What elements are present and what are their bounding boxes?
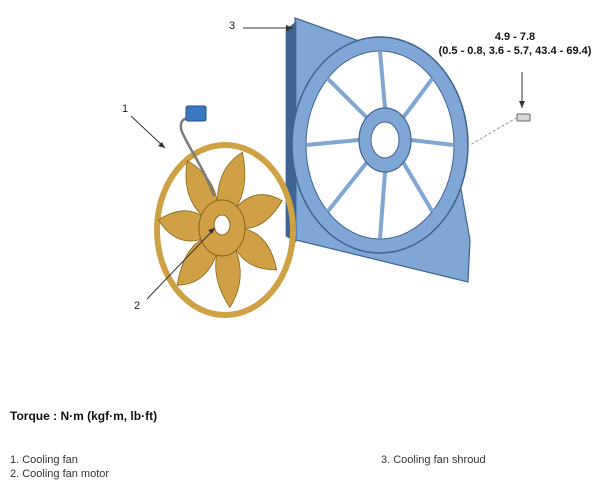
torque-heading: Torque : N·m (kgf·m, lb·ft)	[10, 409, 158, 423]
cooling-fan-shroud	[285, 17, 471, 283]
callout-2: 2	[134, 300, 141, 312]
fan-blade	[233, 227, 278, 271]
legend-item-cooling-fan: 1. Cooling fan	[10, 454, 78, 466]
torque-value-block: 4.9 - 7.8 (0.5 - 0.8, 3.6 - 5.7, 43.4 - …	[405, 30, 606, 58]
shroud-spoke	[326, 77, 369, 119]
leader-lines	[130, 25, 525, 300]
cooling-fan	[154, 142, 296, 318]
legend-item-cooling-fan-shroud: 3. Cooling fan shroud	[381, 454, 486, 466]
cooling-fan-motor-wire	[179, 105, 216, 197]
mounting-bolt-icon	[469, 113, 531, 146]
fan-blade	[185, 160, 219, 219]
legend-item-cooling-fan-motor: 2. Cooling fan motor	[10, 468, 110, 480]
exploded-diagram	[130, 17, 531, 318]
fan-blade	[234, 194, 283, 229]
shroud-spoke	[410, 138, 455, 147]
torque-value-alt: (0.5 - 0.8, 3.6 - 5.7, 43.4 - 69.4)	[438, 45, 592, 57]
callout-3: 3	[229, 20, 236, 32]
shroud-spoke	[378, 50, 387, 109]
fan-blade	[217, 151, 246, 210]
torque-value-nm: 4.9 - 7.8	[494, 31, 536, 43]
fan-blade	[215, 246, 241, 309]
shroud-spoke	[378, 171, 387, 240]
shroud-spoke	[401, 161, 435, 213]
shroud-spoke	[326, 161, 369, 213]
callout-1: 1	[122, 103, 129, 115]
shroud-spoke	[401, 77, 434, 119]
shroud-spoke	[305, 138, 360, 147]
fan-blade	[157, 210, 205, 242]
